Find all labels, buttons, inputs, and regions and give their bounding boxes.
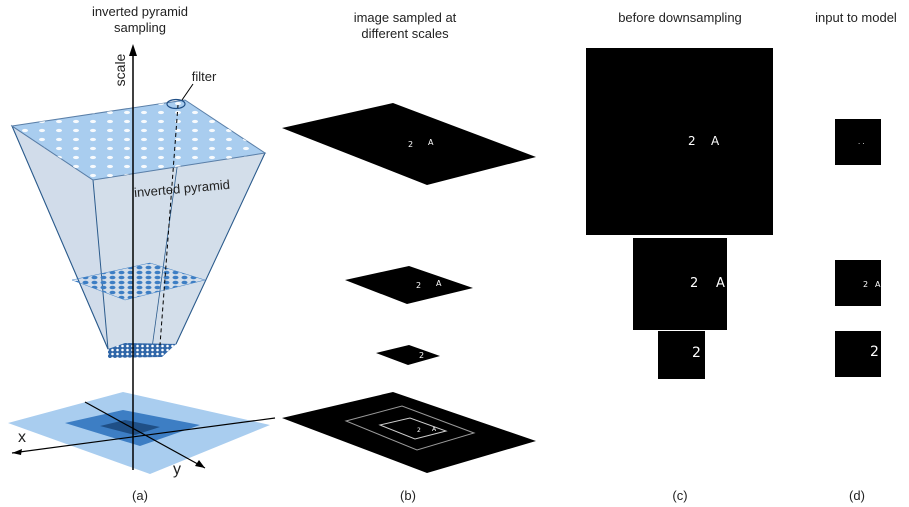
plane-medium bbox=[345, 266, 473, 304]
plane-combined bbox=[282, 392, 536, 473]
plane-combined-inner-frame bbox=[378, 417, 448, 440]
pyramid-front-face bbox=[93, 153, 265, 349]
y-axis-line bbox=[84, 401, 206, 469]
plane-small bbox=[376, 345, 440, 365]
before-large-letter: A bbox=[711, 134, 720, 148]
filter-pointer bbox=[181, 83, 194, 101]
panel-b-title-line1: image sampled at bbox=[353, 10, 457, 25]
panel-a-title: inverted pyramid sampling bbox=[75, 4, 205, 36]
caption-d: (d) bbox=[849, 488, 865, 503]
before-medium-letter: A bbox=[716, 276, 725, 291]
input-image-medium: 2 A bbox=[835, 260, 881, 306]
pyramid-edge-front bbox=[92, 179, 109, 350]
panel-a-title-line1: inverted pyramid bbox=[91, 4, 189, 19]
plane-combined-glyph-letter: A bbox=[432, 426, 437, 433]
plane-medium-glyph-digit: 2 bbox=[416, 281, 421, 290]
plane-small-glyph-digit: 2 bbox=[419, 351, 424, 360]
middle-grid bbox=[71, 262, 206, 301]
y-axis-arrow bbox=[195, 460, 205, 468]
caption-a: (a) bbox=[132, 488, 148, 503]
plane-combined-outer-frame bbox=[344, 405, 476, 451]
before-image-small: 2 bbox=[658, 331, 705, 379]
x-axis-line bbox=[11, 417, 276, 454]
pyramid-edge-left bbox=[11, 125, 109, 350]
before-large-digit: 2 bbox=[688, 134, 696, 148]
input-medium-digit: 2 bbox=[863, 280, 869, 289]
plane-large bbox=[282, 103, 536, 185]
before-image-medium: 2 A bbox=[633, 238, 727, 330]
filter-marker bbox=[166, 98, 186, 110]
plane-combined-glyph-digit: 2 bbox=[417, 427, 421, 434]
panel-d-title: input to model bbox=[815, 10, 897, 25]
y-axis-label: y bbox=[173, 461, 181, 478]
bottom-grid-dots bbox=[108, 343, 176, 358]
top-grid-dots bbox=[12, 100, 265, 180]
x-axis-arrow bbox=[12, 449, 22, 455]
scale-axis-dash bbox=[159, 104, 179, 346]
before-image-large: 2 A bbox=[586, 48, 773, 235]
input-small-digit: 2 bbox=[870, 344, 879, 360]
ground-plane-center bbox=[100, 420, 160, 435]
scale-axis-arrow bbox=[129, 44, 137, 56]
x-axis-label: x bbox=[18, 429, 26, 446]
plane-large-glyph-letter: A bbox=[428, 138, 434, 147]
pyramid-edge-right bbox=[175, 152, 266, 345]
caption-c: (c) bbox=[672, 488, 688, 503]
panel-c-title: before downsampling bbox=[618, 10, 742, 25]
panel-b-title: image sampled at different scales bbox=[345, 10, 465, 42]
panel-a-title-line2: sampling bbox=[113, 20, 167, 35]
filter-label: filter bbox=[191, 69, 217, 84]
input-image-small: 2 bbox=[835, 331, 881, 377]
plane-large-glyph-digit: 2 bbox=[408, 140, 413, 149]
panel-b-title-line2: different scales bbox=[361, 26, 449, 41]
scale-axis-label: scale bbox=[112, 53, 128, 87]
caption-b: (b) bbox=[400, 488, 416, 503]
input-large-dots: · · bbox=[858, 140, 865, 148]
before-small-digit: 2 bbox=[692, 345, 701, 361]
before-medium-digit: 2 bbox=[690, 276, 699, 291]
plane-medium-glyph-letter: A bbox=[436, 279, 442, 288]
input-medium-letter: A bbox=[875, 280, 881, 289]
input-image-large: · · bbox=[835, 119, 881, 165]
